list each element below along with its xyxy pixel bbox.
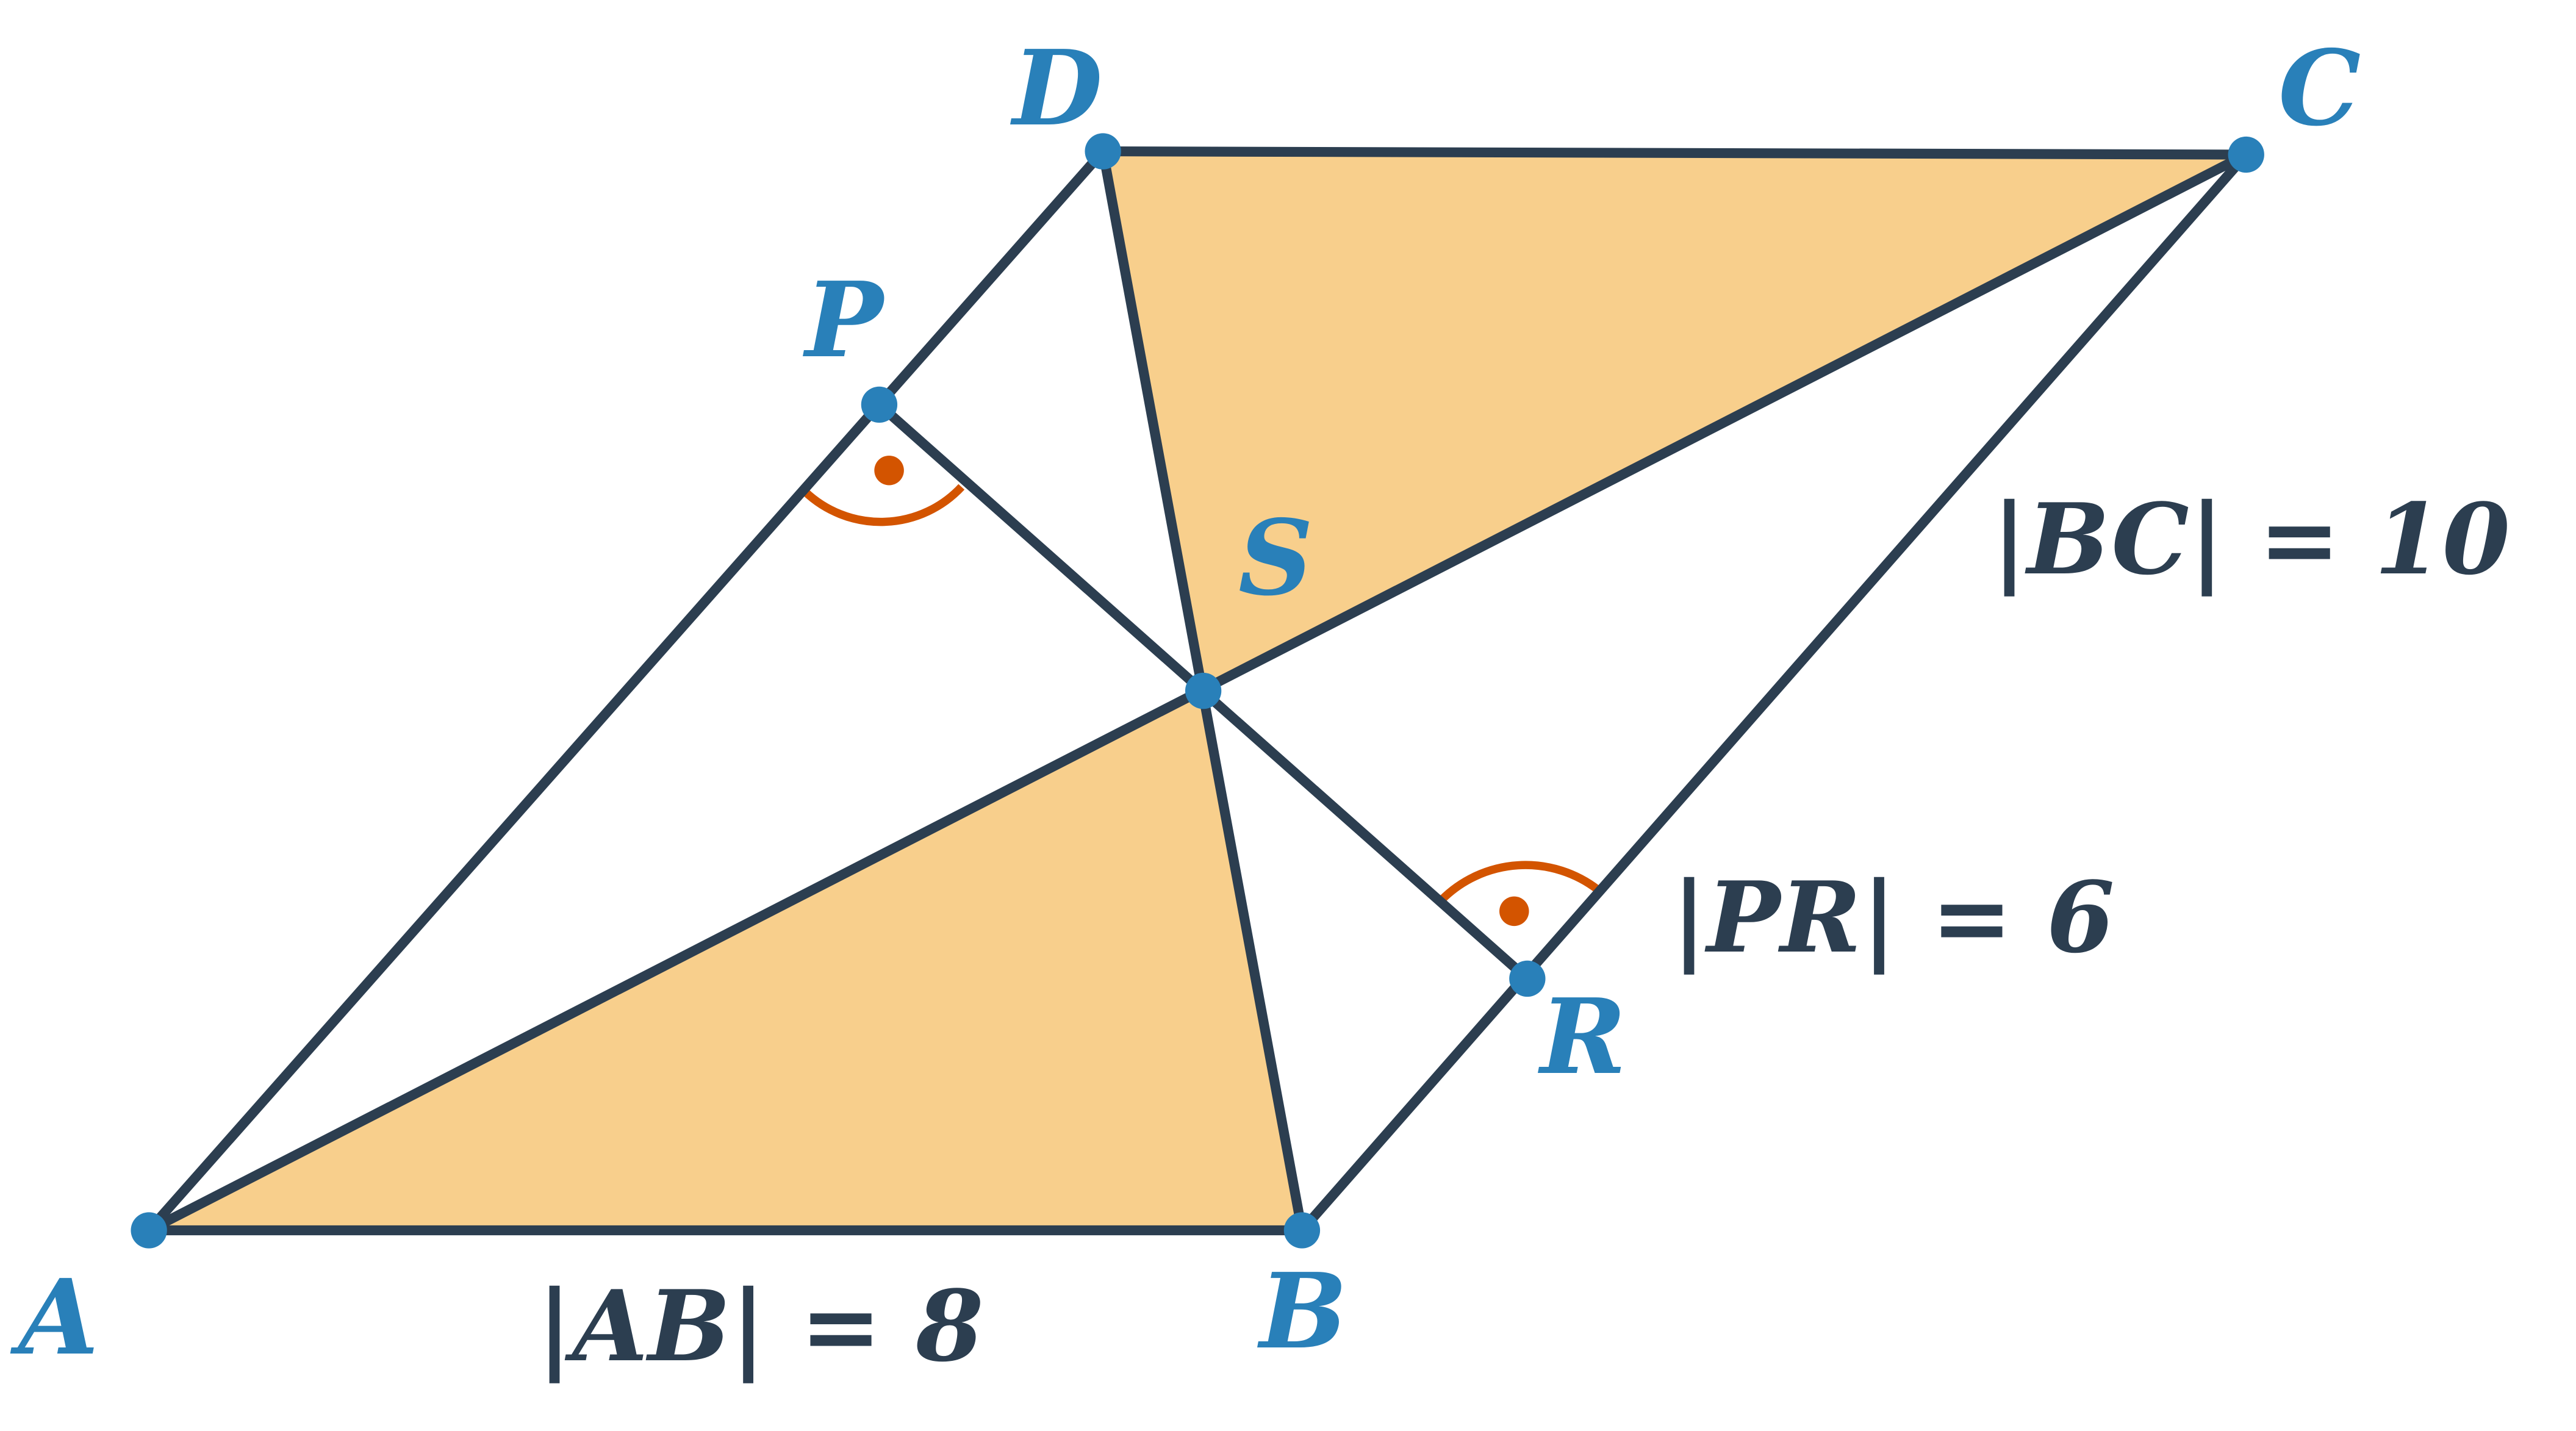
side-cd <box>1098 146 2251 160</box>
right-angle-dot-p <box>874 455 904 486</box>
side-da <box>144 146 1108 1236</box>
label-a: A <box>18 1257 99 1379</box>
label-d: D <box>1013 27 1103 149</box>
right-angle-arc-p <box>802 484 965 526</box>
point-d <box>1085 133 1121 170</box>
point-s <box>1185 672 1222 709</box>
measure-bc: |BC| = 10 <box>1992 482 2511 597</box>
point-c <box>2228 136 2264 173</box>
label-c: C <box>2278 27 2361 149</box>
right-angle-dot-r <box>1499 896 1529 927</box>
right-angle-arc-r <box>1438 861 1601 903</box>
shaded-triangle-abs <box>149 690 1302 1231</box>
label-s: S <box>1238 497 1313 619</box>
point-p <box>861 386 898 423</box>
measure-ab: |AB| = 8 <box>537 1269 984 1383</box>
point-a <box>131 1212 167 1249</box>
measure-pr: |PR| = 6 <box>1671 860 2115 975</box>
point-r <box>1509 960 1546 997</box>
label-r: R <box>1540 976 1627 1098</box>
shaded-triangle-cds <box>1103 151 2247 691</box>
point-b <box>1283 1212 1321 1249</box>
label-b: B <box>1260 1250 1347 1372</box>
side-bc <box>1297 149 2251 1236</box>
label-p: P <box>805 259 883 381</box>
